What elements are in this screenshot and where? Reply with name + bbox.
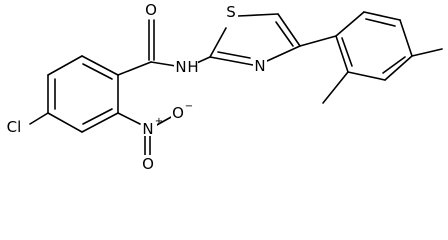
atom-oxygen-carbonyl: O (145, 1, 157, 19)
bond-aryl-d-inner (382, 56, 406, 74)
bond-aryl-b-inner (365, 18, 396, 27)
bond-aryl-f-inner (341, 37, 353, 67)
bond-c-no2 (117, 112, 141, 125)
bond-n-o-single (154, 115, 174, 127)
bond-aryl-a (335, 11, 365, 37)
bond-aryl-b (363, 11, 401, 21)
bond-benzene-a-inner (82, 63, 113, 80)
bond-thiazole-c5-c4 (277, 13, 301, 47)
atom-nitrogen-amide: N (175, 58, 186, 76)
bond-aryl-d (384, 55, 413, 81)
bonds (29, 11, 443, 156)
bond-benzene-b (47, 55, 83, 76)
bond-c-cl (29, 112, 49, 125)
atom-nitrogen-nitro: N (142, 120, 153, 138)
bond-thiazole-aryl (299, 35, 337, 47)
bond-benzene-e-inner (82, 108, 113, 125)
charge-plus-nitro: + (155, 116, 163, 127)
charge-minus-nitro: − (185, 101, 193, 112)
bond-thiazole-c2-s (209, 27, 227, 58)
bond-aryl-c (399, 19, 413, 57)
atom-oxygen-nitro-double: O (142, 155, 154, 173)
bond-benzene-e (81, 112, 119, 133)
bond-aryl-e (347, 71, 386, 81)
bond-methyl-ortho (322, 71, 349, 104)
atom-hydrogen-amide: H (187, 58, 198, 76)
chemical-structure-drawing: O N H S N Cl N + O − O (2, 1, 443, 173)
bond-carbonyl-nh (150, 61, 177, 67)
bond-thiazole-c5-c4-inner (275, 21, 294, 47)
bond-carbonyl-ring (117, 61, 152, 76)
atom-oxygen-nitro-single: O (172, 104, 184, 122)
atom-labels: O N H S N Cl N + O − O (2, 1, 267, 173)
bond-benzene-a (81, 55, 119, 76)
bond-thiazole-s-c5 (237, 13, 279, 17)
bond-methyl-para (411, 48, 443, 57)
atom-chlorine: Cl (7, 118, 22, 136)
bond-thiazole-n-c2-inner (217, 51, 251, 59)
bond-aryl-f (335, 35, 349, 73)
bond-benzene-d (47, 112, 83, 133)
bond-thiazole-c4-n (266, 45, 301, 62)
bond-thiazole-n-c2 (209, 56, 254, 66)
atom-sulfur-thiazole: S (226, 3, 236, 21)
atom-nitrogen-thiazole: N (254, 57, 265, 75)
